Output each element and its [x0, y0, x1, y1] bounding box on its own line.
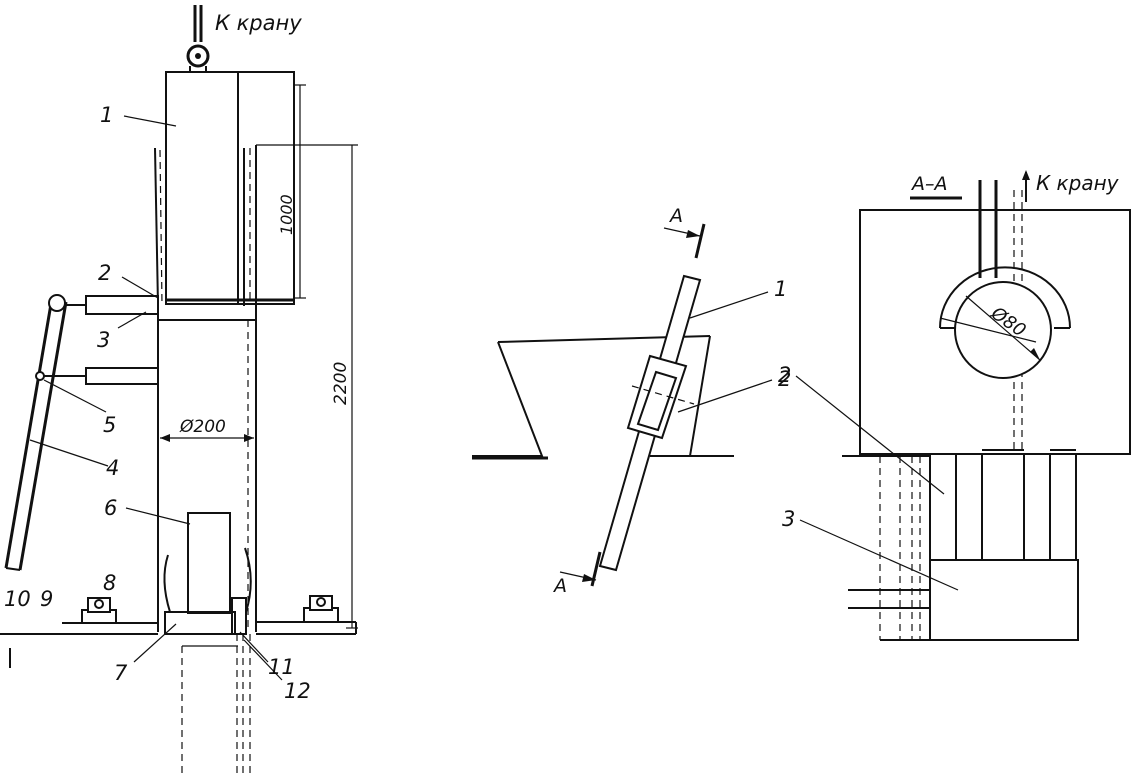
callout-3: 3 [97, 328, 110, 352]
callout-10: 10 [4, 587, 31, 611]
dimension-2200: 2200 [331, 362, 351, 405]
callout-3: 3 [782, 507, 795, 531]
callout-11: 11 [268, 655, 295, 679]
callout-1: 1 [774, 277, 787, 301]
callout-4: 4 [106, 456, 119, 480]
callout-9: 9 [40, 587, 53, 611]
right-section-view: А–А К крану Ø80 [778, 170, 1131, 641]
callout-2: 2 [98, 261, 111, 285]
crane-label-right: К крану [1036, 171, 1120, 195]
callout-5: 5 [103, 413, 116, 437]
anchor-bolt-icon [81, 597, 117, 624]
left-elevation-view: К крану 1000 2200 Ø200 [0, 5, 358, 777]
crane-hook-icon [186, 5, 210, 72]
callout-7: 7 [114, 661, 128, 685]
callout-6: 6 [104, 496, 117, 520]
dimension-d200: Ø200 [179, 417, 226, 437]
anchor-bolt-icon [303, 595, 339, 623]
callout-2: 2 [778, 363, 791, 387]
dimension-1000: 1000 [277, 194, 296, 235]
callout-2: 2 [778, 367, 791, 391]
section-mark-bottom: А [552, 575, 567, 597]
middle-inclined-view: А А 1 2 [472, 205, 791, 597]
crane-label-left: К крану [215, 11, 302, 35]
callout-1: 1 [100, 103, 113, 127]
section-title: А–А [910, 173, 948, 195]
weight-block [165, 71, 295, 305]
callout-8: 8 [103, 571, 116, 595]
section-mark-top: А [668, 205, 683, 227]
callout-12: 12 [284, 679, 311, 703]
base-block [929, 559, 1079, 641]
